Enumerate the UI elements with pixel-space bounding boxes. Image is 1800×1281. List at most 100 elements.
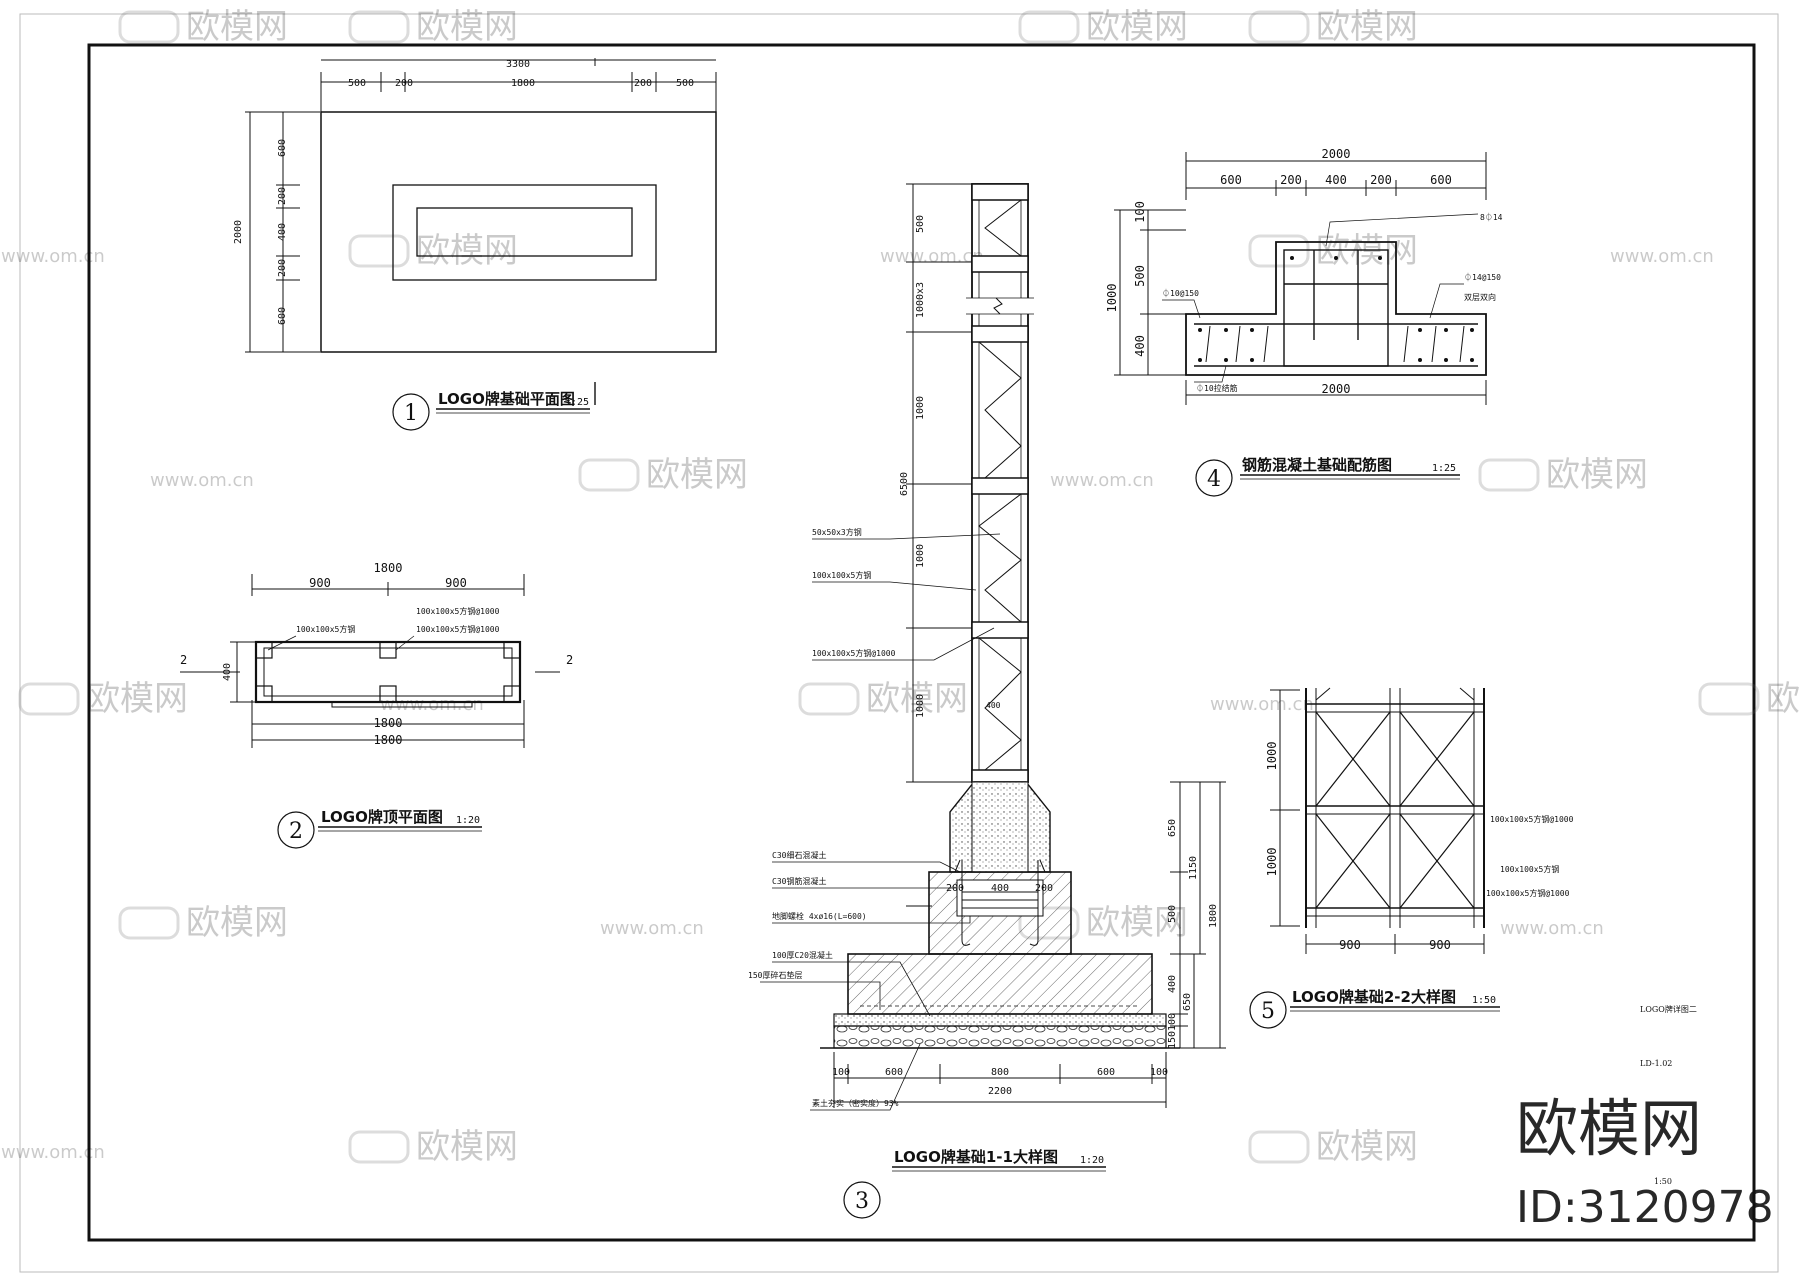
- watermark-url: www.om.cn: [1, 246, 105, 267]
- plan1-top-total: 3300: [506, 59, 530, 70]
- rebar-top-total: 2000: [1322, 147, 1351, 161]
- rebar-top-dim: 600: [1220, 173, 1242, 187]
- callout: 150厚碎石垫层: [748, 970, 802, 980]
- view-5-detail-2-2: 1000 1000 900 900: [1249, 687, 1574, 1029]
- sec3-right-dim: 650: [1167, 819, 1178, 837]
- watermark-url: www.om.cn: [150, 470, 254, 491]
- view-number-circle: [843, 1181, 881, 1219]
- plan2-top-dim: 900: [445, 576, 467, 590]
- callout: 100x100x5方钢: [812, 570, 871, 580]
- watermark-layer: 欧模网欧模网欧模网欧模网欧模网欧模网欧模网欧模网欧模网欧模网欧模网欧模网欧模网欧…: [1, 7, 1800, 1167]
- rebar-top-dim: 600: [1430, 173, 1452, 187]
- rebar-label: ⏀10拉结筋: [1196, 383, 1238, 393]
- rebar-label: 双层双向: [1464, 292, 1496, 302]
- watermark-logo: 欧模网: [18, 679, 188, 719]
- rebar-left-dim: 100: [1133, 201, 1147, 223]
- watermark-logo: 欧模网: [1018, 903, 1188, 943]
- plan1-left-total: 2000: [233, 220, 244, 244]
- sec3-bottom-dim: 600: [885, 1067, 903, 1078]
- view-title: LOGO牌基础2-2大样图: [1292, 988, 1456, 1006]
- plan1-left-dim: 200: [277, 187, 288, 205]
- view-2-top-plan: 1800 900 900 400 1800 1800 2 2 100x100x5…: [180, 561, 573, 849]
- rebar-top-dim: 400: [1325, 173, 1347, 187]
- watermark-url: www.om.cn: [1500, 918, 1604, 939]
- plan2-top-dim: 900: [309, 576, 331, 590]
- watermark-logo: 欧模网: [578, 455, 748, 495]
- plan1-top-dim: 200: [395, 78, 413, 89]
- watermark-logo: 欧模网: [348, 231, 518, 271]
- callout: 素土夯实（密实度）93%: [812, 1098, 899, 1108]
- watermark-url: www.om.cn: [380, 694, 484, 715]
- watermark-logo: 欧模网: [348, 7, 518, 47]
- watermark-id: ID:3120978: [1516, 1182, 1774, 1233]
- watermark-logo-text: 欧模网: [1316, 231, 1418, 271]
- watermark-logo: 欧模网: [1248, 7, 1418, 47]
- sec3-mid-dim: 400: [991, 883, 1009, 894]
- view-4-rebar: 2000 600 200 400 200 600 1000 100 500 40…: [1105, 147, 1503, 497]
- watermark-url: www.om.cn: [880, 246, 984, 267]
- rebar-left-dim: 400: [1133, 335, 1147, 357]
- plan1-top-dim: 1800: [511, 78, 535, 89]
- sec3-bottom-total: 2200: [988, 1086, 1012, 1097]
- view-number-circle: [392, 393, 430, 431]
- watermark-logo-text: 欧模网: [1546, 455, 1648, 495]
- plan2-bottom-dim: 1800: [374, 716, 403, 730]
- watermark-logo: 欧模网: [1248, 1127, 1418, 1167]
- sec3-right-total: 650: [1182, 993, 1193, 1011]
- plan1-top-dim: 500: [348, 78, 366, 89]
- sec3-right-total: 1800: [1208, 904, 1219, 928]
- callout: 地脚螺栓 4xø16(L=600): [772, 911, 867, 921]
- watermark-logo-text: 欧模网: [416, 231, 518, 271]
- watermark-url: www.om.cn: [1050, 470, 1154, 491]
- plan2-label: 100x100x5方钢: [296, 624, 355, 634]
- watermark-logo: 欧模网: [1698, 679, 1800, 719]
- watermark-brand-large: 欧模网: [1516, 1092, 1702, 1165]
- watermark-logo-text: 欧模网: [1086, 7, 1188, 47]
- view-scale: 1:20: [1080, 1155, 1104, 1166]
- rebar-label: ⏀10@150: [1162, 288, 1199, 298]
- view-title: LOGO牌顶平面图: [321, 808, 443, 826]
- view-scale: 1:20: [456, 815, 480, 826]
- sec3-right-dim: 150: [1167, 1031, 1178, 1049]
- watermark-logo-text: 欧模网: [416, 7, 518, 47]
- plan2-label: 100x100x5方钢@1000: [416, 606, 500, 616]
- post-outline: [416, 207, 633, 257]
- rebar-label: 8⏀14: [1480, 212, 1503, 222]
- sec3-left-dim: 500: [915, 215, 926, 233]
- watermark-logo-text: 欧模网: [416, 1127, 518, 1167]
- detail5-label: 100x100x5方钢: [1500, 864, 1559, 874]
- view-title: 钢筋混凝土基础配筋图: [1242, 456, 1392, 474]
- watermark-url: www.om.cn: [1610, 246, 1714, 267]
- detail5-label: 100x100x5方钢@1000: [1486, 888, 1570, 898]
- sec3-right-dim: 100: [1167, 1013, 1178, 1031]
- watermark-logo-text: 欧模网: [866, 679, 968, 719]
- view-number: 3: [855, 1189, 869, 1214]
- view-1-foundation-plan: 3300 500 200 1800 200 500 2000 600 200 4…: [233, 58, 717, 431]
- callout: 100x100x5方钢@1000: [812, 648, 896, 658]
- footing-section: [847, 953, 1153, 1015]
- rebar-label: ⏀14@150: [1464, 272, 1501, 282]
- detail5-left-dim: 1000: [1265, 742, 1279, 771]
- sec3-right-dim: 500: [1167, 905, 1178, 923]
- view-scale: 1:50: [1472, 995, 1496, 1006]
- view-number: 1: [404, 401, 418, 426]
- rebar-left-dim: 500: [1133, 265, 1147, 287]
- watermark-logo-text: 欧模网: [186, 7, 288, 47]
- sec3-left-dim: 1000: [915, 544, 926, 568]
- rebar-top-dim: 200: [1370, 173, 1392, 187]
- plan1-top-dim: 200: [634, 78, 652, 89]
- sec3-right-total: 1150: [1188, 856, 1199, 880]
- plan2-bottom-dim: 1800: [374, 733, 403, 747]
- rebar-left-total: 1000: [1105, 284, 1119, 313]
- watermark-url: www.om.cn: [600, 918, 704, 939]
- watermark-logo-text: 欧模网: [1316, 1127, 1418, 1167]
- view-title: LOGO牌基础1-1大样图: [894, 1148, 1058, 1166]
- watermark-logo-text: 欧模网: [1086, 903, 1188, 943]
- rebar-bottom-total: 2000: [1322, 382, 1351, 396]
- c20-blinding: [833, 1013, 1167, 1027]
- plan1-left-dim: 200: [277, 259, 288, 277]
- watermark-logo: 欧模网: [348, 1127, 518, 1167]
- view-title: LOGO牌基础平面图: [438, 390, 575, 408]
